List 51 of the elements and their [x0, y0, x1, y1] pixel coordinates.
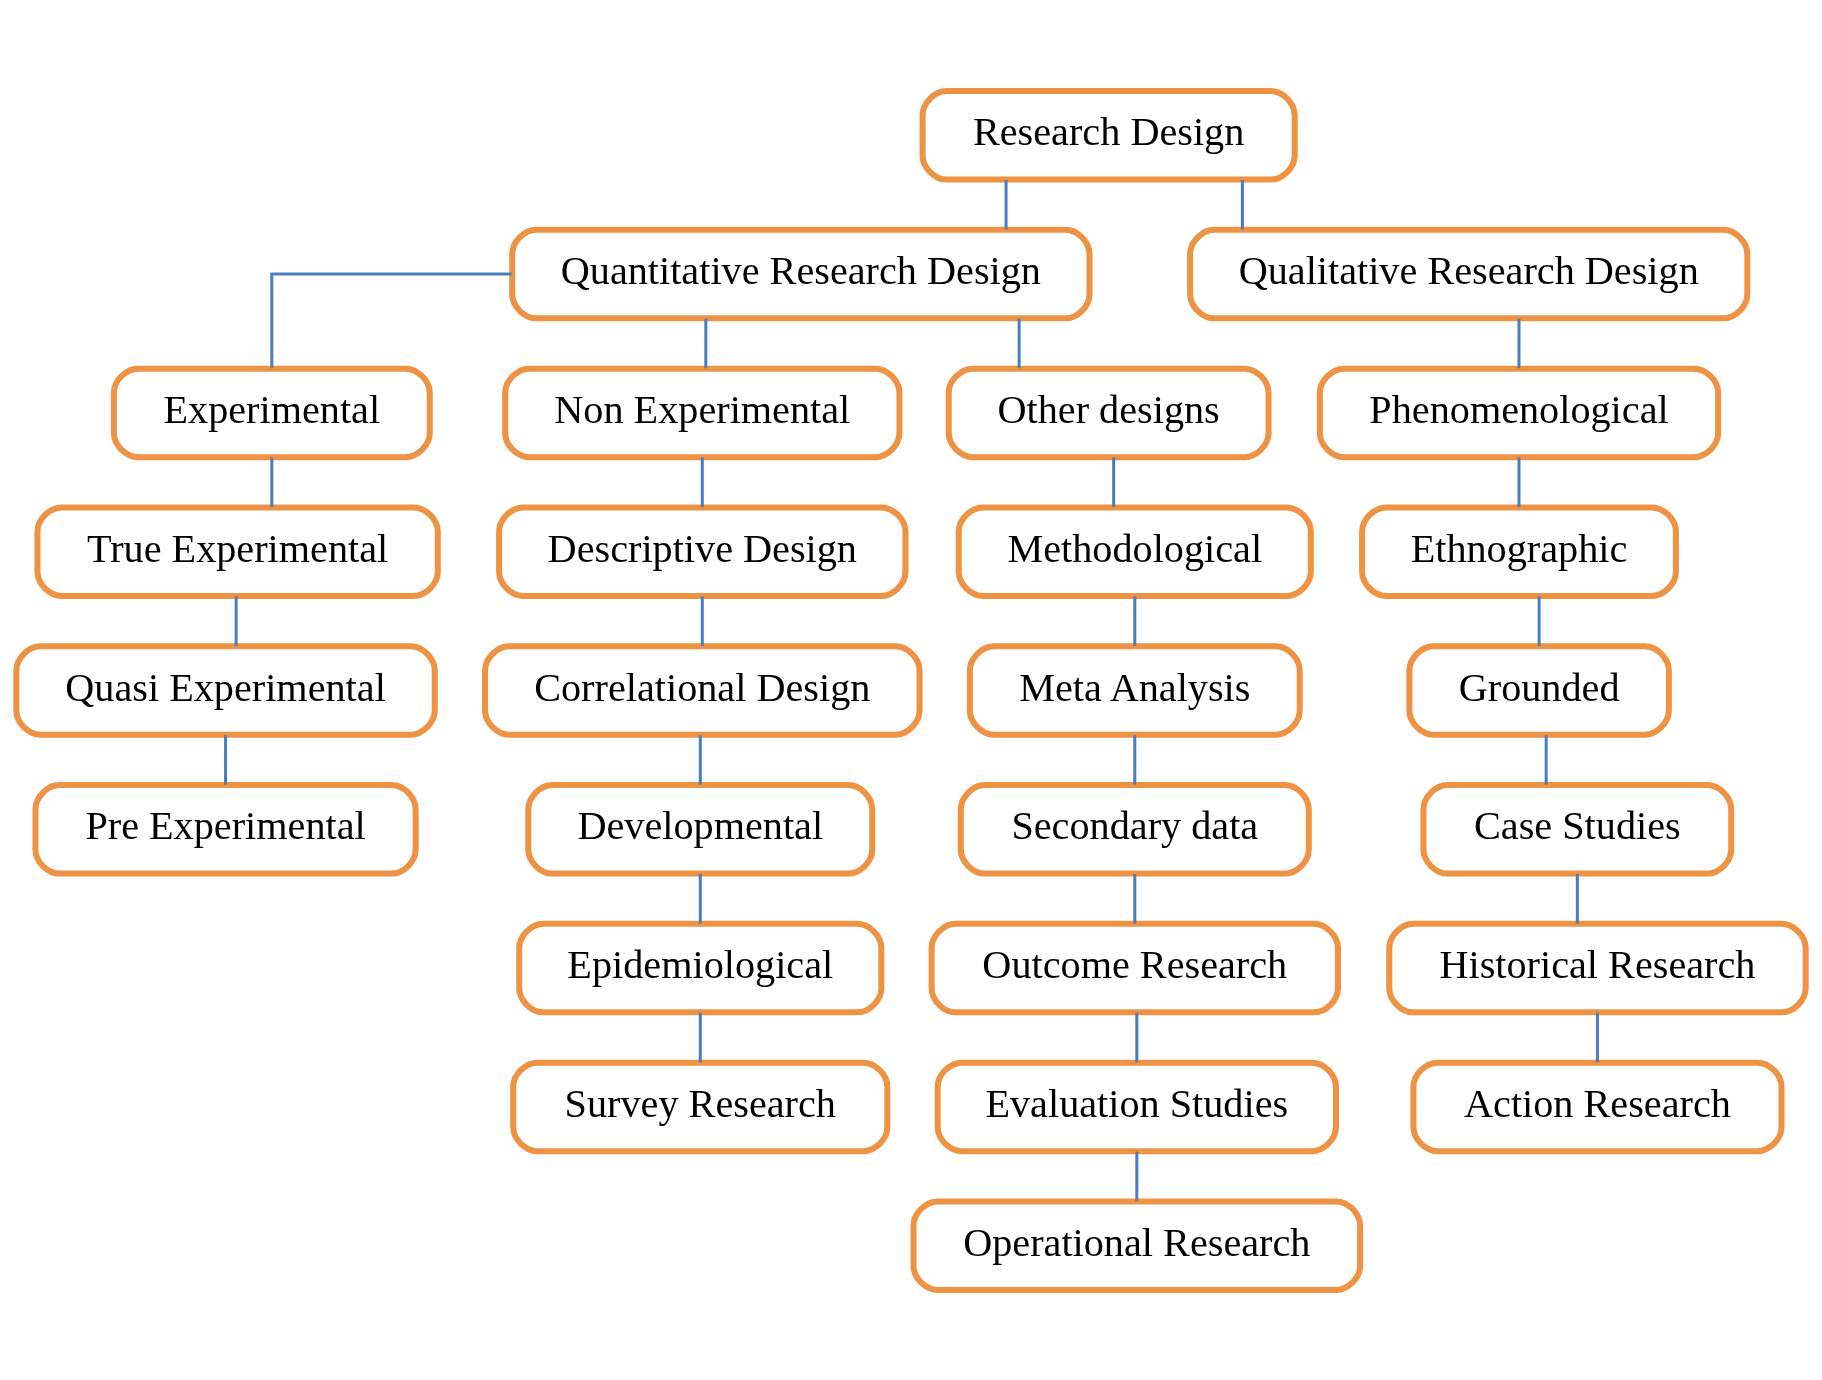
- connector: [1517, 318, 1521, 368]
- node-box: Survey Research: [510, 1059, 891, 1154]
- node-box: Descriptive Design: [496, 503, 909, 599]
- node-box: Meta Analysis: [966, 642, 1303, 738]
- connector: [1133, 873, 1137, 923]
- node-box: Grounded: [1406, 642, 1672, 738]
- node-box: Experimental: [110, 365, 433, 460]
- node-box: Non Experimental: [502, 365, 903, 460]
- node-box: Quantitative Research Design: [509, 226, 1093, 321]
- connector: [1017, 318, 1021, 368]
- node-box: Pre Experimental: [32, 781, 419, 877]
- connector: [1004, 179, 1008, 229]
- connector: [1135, 1151, 1139, 1201]
- node-box: Case Studies: [1420, 781, 1735, 877]
- connector: [1133, 734, 1137, 785]
- node-box: True Experimental: [34, 503, 441, 599]
- connector: [698, 734, 702, 785]
- node-box: Historical Research: [1386, 920, 1809, 1015]
- connector: [1537, 595, 1541, 646]
- node-box: Secondary data: [957, 781, 1312, 877]
- node-box: Correlational Design: [482, 642, 923, 738]
- connector: [270, 457, 274, 507]
- connector: [698, 1012, 702, 1062]
- connector: [1135, 1012, 1139, 1062]
- connector: [700, 457, 704, 507]
- node-box: Epidemiological: [516, 920, 885, 1015]
- node-box: Action Research: [1410, 1059, 1785, 1154]
- connector: [1133, 595, 1137, 646]
- connector: [270, 272, 512, 368]
- node-box: Phenomenological: [1316, 365, 1722, 460]
- node-box: Ethnographic: [1359, 503, 1679, 599]
- connector: [1575, 873, 1579, 923]
- connector: [234, 595, 238, 646]
- node-box: Quasi Experimental: [13, 642, 438, 738]
- connector: [1595, 1012, 1599, 1062]
- connector: [700, 595, 704, 646]
- connector: [704, 318, 708, 368]
- node-box: Evaluation Studies: [934, 1059, 1339, 1154]
- node-box: Methodological: [955, 503, 1314, 599]
- node-box: Operational Research: [910, 1197, 1364, 1293]
- connector: [1517, 457, 1521, 507]
- node-box: Qualitative Research Design: [1187, 226, 1751, 321]
- connector: [1240, 179, 1244, 229]
- node-box: Developmental: [525, 781, 876, 877]
- node-box: Other designs: [945, 365, 1272, 460]
- connector: [1112, 457, 1116, 507]
- connector: [1544, 734, 1548, 785]
- node-box: Research Design: [919, 87, 1298, 183]
- node-box: Outcome Research: [928, 920, 1341, 1015]
- connector: [698, 873, 702, 923]
- connector: [224, 734, 228, 785]
